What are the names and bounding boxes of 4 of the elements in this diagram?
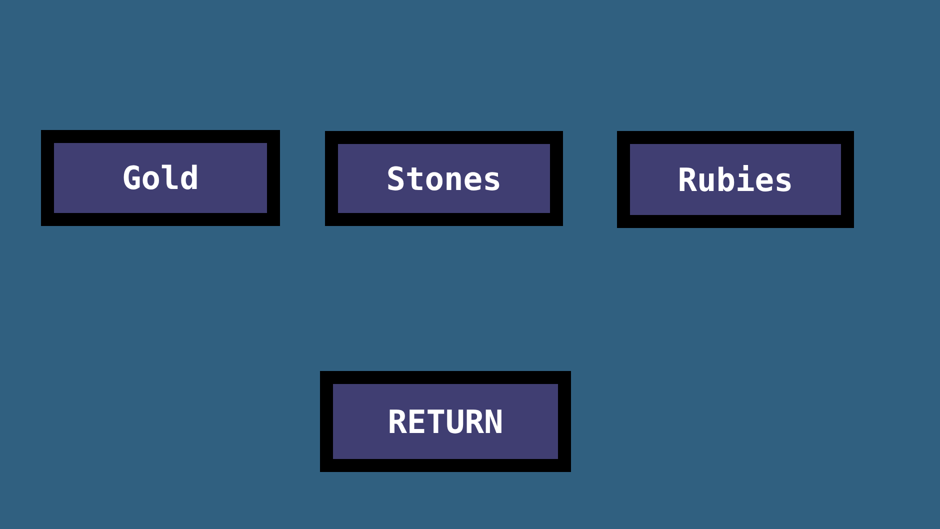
menu-button: Rubies (617, 131, 854, 228)
menu-button: Stones (325, 131, 563, 226)
menu-button: Gold (41, 130, 280, 226)
menu-button: RETURN (320, 371, 571, 472)
